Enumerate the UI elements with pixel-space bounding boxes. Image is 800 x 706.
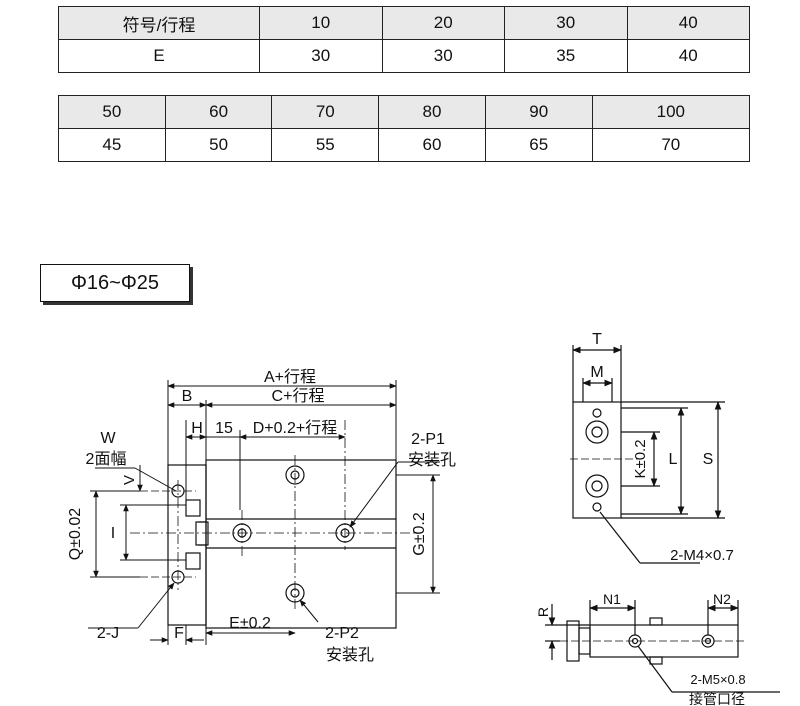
dim-n1: N1 (603, 591, 621, 607)
mount-hole (285, 583, 305, 603)
dim-f: F (174, 625, 184, 642)
dim-s: S (703, 451, 714, 468)
dim-p2: 2-P2 (325, 625, 359, 642)
dim-port: 接管口径 (689, 691, 745, 706)
rod-end (185, 499, 201, 517)
table-cell: 65 (484, 128, 593, 162)
table-cell: E (58, 39, 260, 73)
dim-h: H (191, 420, 203, 437)
table-row: E 30 30 35 40 (58, 39, 750, 73)
table-cell: 60 (164, 95, 273, 129)
table-cell: 60 (378, 128, 486, 162)
dim-d-stroke: D+0.2+行程 (253, 419, 338, 437)
dim-p1: 2-P1 (411, 431, 445, 448)
table-cell: 50 (58, 95, 166, 129)
bottom-view (545, 600, 780, 693)
dim-i: I (111, 525, 115, 542)
table-cell: 70 (271, 95, 380, 129)
table-header-row: 符号/行程 10 20 30 40 (58, 6, 750, 40)
dimension-table-2: 50 60 70 80 90 100 45 50 55 60 65 70 (58, 95, 751, 162)
mount-hole (290, 470, 300, 480)
mount-hole (290, 588, 300, 598)
rod-block (195, 521, 209, 546)
dim-c-stroke: C+行程 (272, 387, 325, 405)
mount-hole (232, 523, 252, 543)
table-header-row: 50 60 70 80 90 100 (58, 95, 751, 129)
dim-k: K±0.2 (632, 439, 649, 478)
front-view (130, 420, 420, 629)
table-row: 45 50 55 60 65 70 (58, 128, 751, 162)
table-cell: 30 (381, 39, 505, 73)
table-cell: 45 (58, 128, 166, 162)
table-cell: 30 (259, 39, 383, 73)
dim-l: L (669, 451, 678, 468)
dim-j: 2-J (97, 625, 119, 642)
dim-p1-note: 安装孔 (408, 451, 456, 469)
dim-g: G±0.2 (411, 512, 428, 556)
section-label: Φ16~Φ25 (40, 264, 190, 302)
table-cell: 70 (591, 128, 751, 162)
dim-t: T (592, 331, 602, 348)
table-cell: 40 (626, 6, 750, 40)
dim-w: W (100, 430, 116, 447)
dim-p2-note: 安装孔 (326, 646, 374, 664)
mount-hole (285, 465, 305, 485)
cylinder-body (205, 459, 397, 629)
dim-n2: N2 (713, 591, 731, 607)
table-cell: 40 (626, 39, 750, 73)
dim-r: R (535, 607, 551, 617)
table-cell: 90 (484, 95, 593, 129)
dim-m4: 2-M4×0.7 (670, 547, 734, 564)
rod-end (185, 552, 201, 570)
side-view (570, 345, 725, 564)
table-cell: 符号/行程 (58, 6, 260, 40)
dim-a-stroke: A+行程 (264, 368, 316, 386)
tap-hole (171, 484, 185, 498)
table-cell: 50 (164, 128, 273, 162)
dim-b: B (182, 388, 193, 405)
mount-hole (335, 523, 355, 543)
dim-two-face: 2面幅 (86, 450, 127, 468)
mount-hole (237, 528, 247, 538)
dimension-table-1: 符号/行程 10 20 30 40 E 30 30 35 40 (58, 6, 750, 73)
dim-v: V (121, 475, 138, 485)
dim-q: Q±0.02 (67, 508, 84, 560)
tap-hole (171, 570, 185, 584)
dim-e: E±0.2 (229, 615, 271, 632)
dim-15: 15 (215, 420, 233, 437)
mount-hole (340, 528, 350, 538)
table-cell: 30 (504, 6, 628, 40)
dim-m: M (590, 364, 603, 381)
table-cell: 35 (504, 39, 628, 73)
dim-m5: 2-M5×0.8 (690, 672, 745, 687)
table-cell: 55 (271, 128, 380, 162)
